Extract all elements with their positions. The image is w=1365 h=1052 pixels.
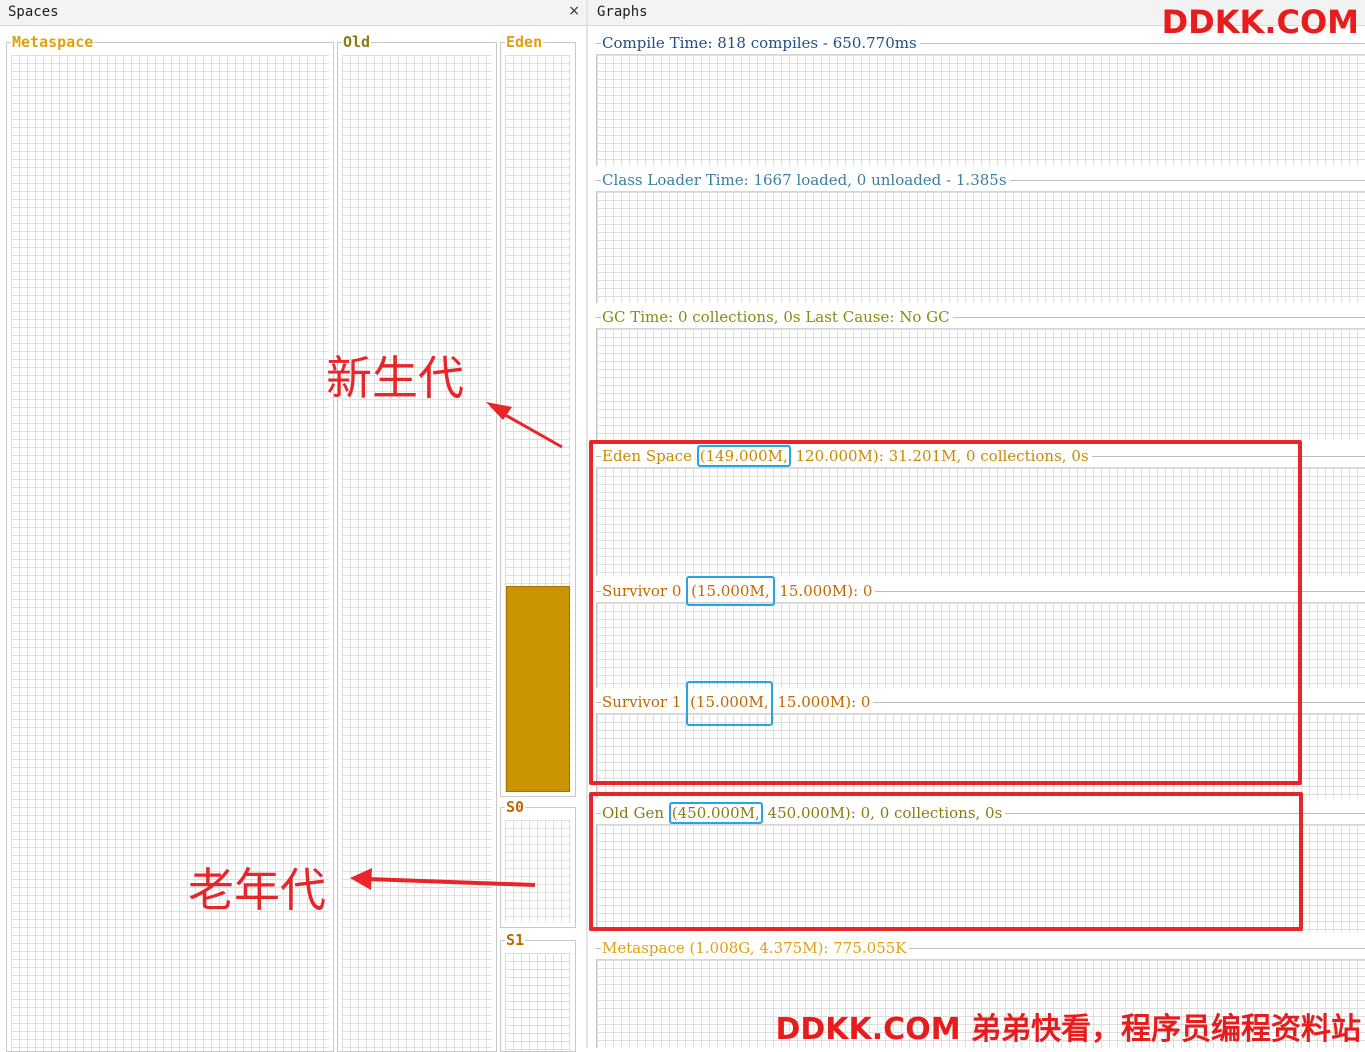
s1-space-grid <box>505 953 571 1051</box>
old-gen-highlight-box <box>589 792 1303 931</box>
old-space: Old <box>337 32 497 1052</box>
gc-time-grid <box>596 328 1365 440</box>
metaspace-space-label: Metaspace <box>11 32 95 52</box>
s0-space-grid <box>505 820 571 923</box>
watermark-bottom: DDKK.COM 弟弟快看，程序员编程资料站 <box>775 1012 1361 1047</box>
spaces-panel-title: Spaces <box>8 4 59 20</box>
eden-space-title: Eden Space (149.000M, 120.000M): 31.201M… <box>601 445 1092 467</box>
survivor1-title: Survivor 1 (15.000M, 15.000M): 0 <box>601 681 874 726</box>
watermark-top: DDKK.COM <box>1161 3 1359 41</box>
gc-time-graph: GC Time: 0 collections, 0s Last Cause: N… <box>596 306 1365 440</box>
old-space-grid <box>342 55 492 1051</box>
compile-time-rule <box>596 43 1365 44</box>
survivor0-name: Survivor 0 <box>602 582 687 600</box>
s1-space: S1 <box>500 930 576 1052</box>
spaces-panel-header: Spaces × <box>0 0 586 26</box>
s1-space-label: S1 <box>505 930 526 950</box>
old-gen-graph: Old Gen (450.000M, 450.000M): 0, 0 colle… <box>596 802 1365 932</box>
class-loader-title: Class Loader Time: 1667 loaded, 0 unload… <box>601 169 1010 191</box>
graphs-panel-header: Graphs <box>588 0 1365 26</box>
old-space-label: Old <box>342 32 372 52</box>
survivor0-title: Survivor 0 (15.000M, 15.000M): 0 <box>601 576 876 606</box>
survivor1-max-highlight: (15.000M, <box>686 681 773 726</box>
eden-space-graph: Eden Space (149.000M, 120.000M): 31.201M… <box>596 445 1365 576</box>
eden-space-max-highlight: (149.000M, <box>696 445 791 467</box>
eden-space: Eden <box>500 32 576 797</box>
metaspace-rule <box>596 948 1365 949</box>
class-loader-graph: Class Loader Time: 1667 loaded, 0 unload… <box>596 169 1365 303</box>
young-gen-highlight-box <box>589 440 1302 785</box>
survivor0-grid <box>596 602 1365 688</box>
graphs-panel-title: Graphs <box>597 4 648 20</box>
eden-space-name: Eden Space <box>602 447 697 465</box>
class-loader-grid <box>596 191 1365 303</box>
eden-used-fill <box>506 586 570 792</box>
old-gen-grid <box>596 824 1365 932</box>
eden-space-grid-graph <box>596 467 1365 576</box>
compile-time-grid <box>596 54 1365 166</box>
survivor0-max-highlight: (15.000M, <box>686 576 775 606</box>
metaspace-grid-graph <box>596 959 1365 1048</box>
metaspace-space: Metaspace <box>6 32 334 1052</box>
s0-space-label: S0 <box>505 797 526 817</box>
young-gen-annotation: 新生代 <box>326 351 464 405</box>
survivor0-values: 15.000M): 0 <box>774 582 873 600</box>
eden-space-values: 120.000M): 31.201M, 0 collections, 0s <box>790 447 1089 465</box>
close-icon[interactable]: × <box>568 3 580 19</box>
survivor0-graph: Survivor 0 (15.000M, 15.000M): 0 <box>596 576 1365 688</box>
survivor1-name: Survivor 1 <box>602 693 687 711</box>
old-gen-name: Old Gen <box>602 804 669 822</box>
old-gen-max-highlight: (450.000M, <box>668 802 763 824</box>
metaspace-space-grid <box>11 55 329 1051</box>
survivor1-rule <box>596 702 1365 703</box>
gc-time-title: GC Time: 0 collections, 0s Last Cause: N… <box>601 306 953 328</box>
old-gen-title: Old Gen (450.000M, 450.000M): 0, 0 colle… <box>601 802 1006 824</box>
survivor0-rule <box>596 591 1365 592</box>
compile-time-graph: Compile Time: 818 compiles - 650.770ms <box>596 32 1365 166</box>
s0-space: S0 <box>500 797 576 928</box>
eden-space-grid <box>505 55 571 792</box>
metaspace-graph-title: Metaspace (1.008G, 4.375M): 775.055K <box>601 937 910 959</box>
old-gen-annotation: 老年代 <box>188 863 326 917</box>
survivor1-values: 15.000M): 0 <box>772 693 871 711</box>
compile-time-title: Compile Time: 818 compiles - 650.770ms <box>601 32 920 54</box>
eden-space-label: Eden <box>505 32 544 52</box>
old-gen-values: 450.000M): 0, 0 collections, 0s <box>762 804 1003 822</box>
gc-time-rule <box>596 317 1365 318</box>
metaspace-graph: Metaspace (1.008G, 4.375M): 775.055K <box>596 937 1365 1048</box>
panel-divider[interactable] <box>586 0 588 1048</box>
